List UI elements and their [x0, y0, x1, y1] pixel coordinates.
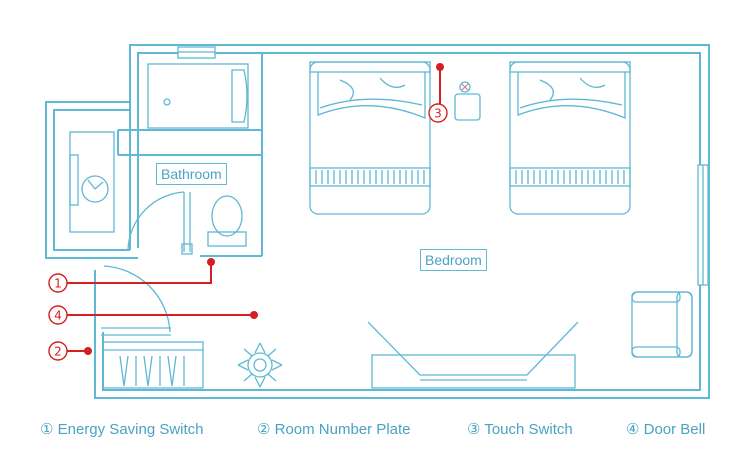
- marker-3: 3: [428, 63, 448, 123]
- tv-console: [367, 321, 579, 389]
- marker-4: 4: [48, 305, 258, 325]
- legend-touch-switch: ③ Touch Switch: [467, 421, 573, 438]
- top-vent: [177, 46, 216, 59]
- shower: [147, 63, 249, 129]
- legend-room-number-plate: ② Room Number Plate: [257, 421, 411, 438]
- plant-icon: [237, 342, 283, 388]
- toilet: [207, 195, 247, 247]
- window: [697, 164, 709, 286]
- bed-right: [509, 61, 631, 215]
- marker-3-number: 3: [434, 107, 442, 121]
- legend-energy-saving-switch: ① Energy Saving Switch: [40, 421, 204, 438]
- legend-door-bell: ④ Door Bell: [626, 421, 706, 438]
- marker-4-number: 4: [54, 309, 62, 323]
- nightstand: [454, 81, 481, 121]
- marker-2-number: 2: [54, 345, 62, 359]
- sink: [69, 131, 115, 233]
- marker-2: 2: [48, 341, 92, 361]
- bathroom-walls: [117, 53, 263, 257]
- marker-1-number: 1: [54, 277, 62, 291]
- luggage-rack: [102, 341, 204, 389]
- bedroom-label: Bedroom: [420, 249, 487, 271]
- bathroom-label: Bathroom: [156, 163, 227, 185]
- bed-left: [309, 61, 431, 215]
- armchair: [631, 291, 693, 358]
- marker-1: 1: [48, 258, 215, 293]
- bathroom-door: [127, 191, 193, 255]
- entry-door: [101, 265, 171, 336]
